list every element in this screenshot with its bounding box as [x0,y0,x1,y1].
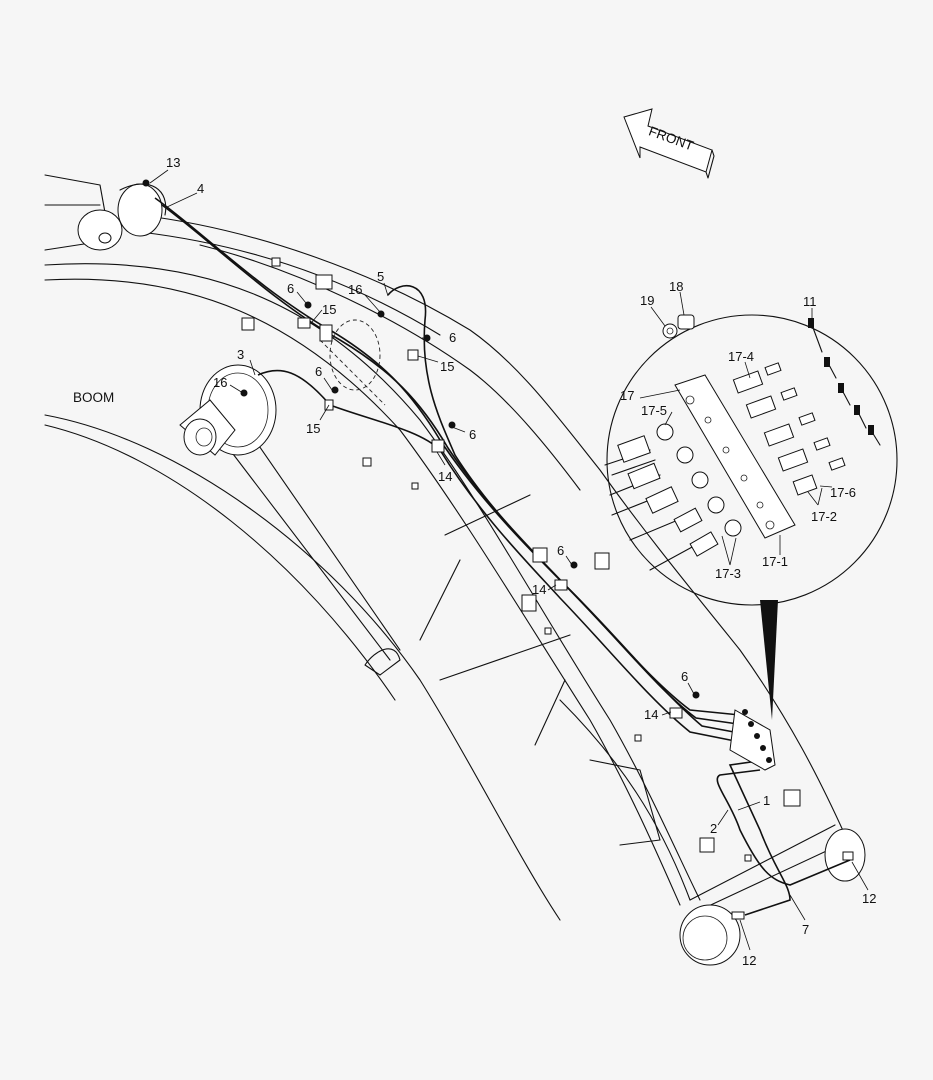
callout-13: 13 [166,155,180,170]
callout-17: 17 [620,388,634,403]
callout-17-5: 17-5 [641,403,667,418]
callout-17-1: 17-1 [762,554,788,569]
detail-callout [604,314,898,720]
callout-19: 19 [640,293,654,308]
callout-1: 1 [763,793,770,808]
callout-17-2: 17-2 [811,509,837,524]
callout-15-a: 15 [322,302,336,317]
callout-4: 4 [197,181,204,196]
callout-14-c: 14 [644,707,658,722]
leader-lines [149,169,869,951]
callout-6-a: 6 [287,281,294,296]
callout-16-left: 16 [213,375,227,390]
callout-3: 3 [237,347,244,362]
callout-17-3: 17-3 [715,566,741,581]
callout-7: 7 [802,922,809,937]
callout-15-b: 15 [440,359,454,374]
callout-6-e: 6 [557,543,564,558]
callout-6-c: 6 [315,364,322,379]
callout-14-a: 14 [438,469,452,484]
callout-17-4: 17-4 [728,349,754,364]
hose-routing [154,197,851,916]
clamps [142,179,854,920]
callout-16-top: 16 [348,282,362,297]
callout-5: 5 [377,269,384,284]
callout-6-d: 6 [469,427,476,442]
callout-11: 11 [803,294,817,309]
callout-17-6: 17-6 [830,485,856,500]
boom-outline [44,174,866,966]
callout-6-f: 6 [681,669,688,684]
callout-12-bottom: 12 [742,953,756,968]
boom-label: BOOM [73,390,114,405]
callout-14-b: 14 [532,582,546,597]
callout-18: 18 [669,279,683,294]
callout-2: 2 [710,821,717,836]
bolt-and-washer [650,291,813,339]
callout-15-c: 15 [306,421,320,436]
front-arrow: FRONT [623,108,715,179]
callout-12-right: 12 [862,891,876,906]
callout-labels: BOOM 13 4 5 16 6 15 6 15 3 16 6 15 6 14 … [73,155,876,968]
callout-6-b: 6 [449,330,456,345]
